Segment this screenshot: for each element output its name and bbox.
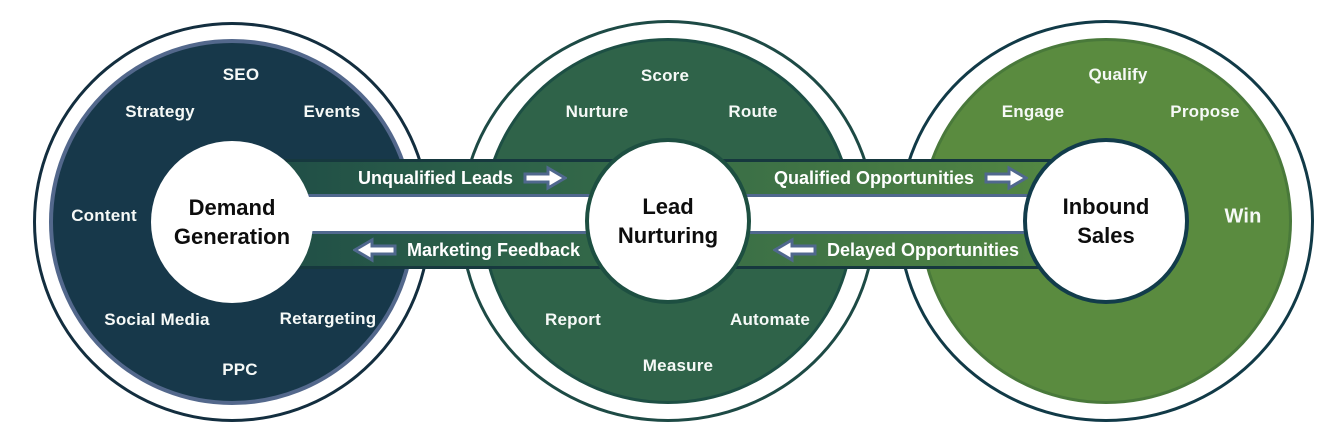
satellite-label-content: Content xyxy=(71,206,137,225)
satellite-label-retargeting: Retargeting xyxy=(279,309,377,328)
hub-label: Lead Nurturing xyxy=(617,193,719,248)
hub-label: Demand Generation xyxy=(173,194,291,249)
satellite-label-qualify: Qualify xyxy=(1088,65,1148,84)
satellite-label-strategy: Strategy xyxy=(125,102,195,121)
hub-label: Inbound Sales xyxy=(1062,193,1150,248)
flow-label: Unqualified Leads xyxy=(358,167,514,188)
flow-label: Qualified Opportunities xyxy=(774,167,975,188)
flow-unqualified-leads: Unqualified Leads xyxy=(358,162,568,194)
satellite-label-route: Route xyxy=(728,102,778,121)
satellite-label-ppc: PPC xyxy=(222,360,258,379)
satellite-label-win: Win xyxy=(1224,205,1262,228)
satellite-label-score: Score xyxy=(640,66,690,85)
left-arrow-icon xyxy=(773,237,817,263)
flow-label: Marketing Feedback xyxy=(407,239,581,260)
satellite-label-automate: Automate xyxy=(730,310,810,329)
flow-qualified-opportunities: Qualified Opportunities xyxy=(774,162,1029,194)
flow-delayed-opportunities: Delayed Opportunities xyxy=(773,234,1019,266)
left-arrow-icon xyxy=(353,237,397,263)
hub-inbound-sales: Inbound Sales xyxy=(1023,138,1189,304)
satellite-label-measure: Measure xyxy=(642,356,714,375)
right-arrow-icon xyxy=(984,165,1029,191)
right-arrow-icon xyxy=(523,165,568,191)
satellite-label-events: Events xyxy=(303,102,361,121)
satellite-label-engage: Engage xyxy=(1001,102,1065,121)
flow-label: Delayed Opportunities xyxy=(827,239,1020,260)
satellite-label-report: Report xyxy=(545,310,601,329)
hub-lead-nurturing: Lead Nurturing xyxy=(585,138,751,304)
satellite-label-seo: SEO xyxy=(222,65,260,84)
hub-demand-generation: Demand Generation xyxy=(151,141,313,303)
satellite-label-social-media: Social Media xyxy=(104,310,210,329)
flow-marketing-feedback: Marketing Feedback xyxy=(353,234,580,266)
satellite-label-propose: Propose xyxy=(1170,102,1240,121)
satellite-label-nurture: Nurture xyxy=(565,102,629,121)
